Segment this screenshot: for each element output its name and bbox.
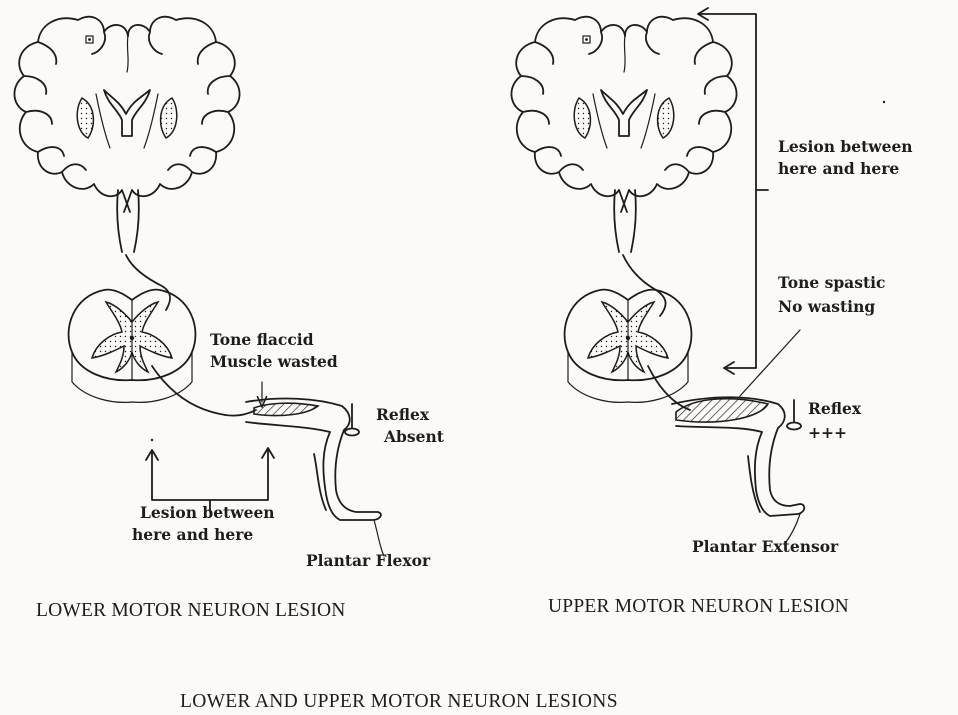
reflex-label-line2-lower: Absent (383, 427, 445, 446)
caption-upper: UPPER MOTOR NEURON LESION (548, 596, 849, 617)
caption-lower: LOWER MOTOR NEURON LESION (36, 600, 346, 621)
lower-motor-neuron-panel: Tone flaccid Muscle wasted Reflex Absent… (14, 17, 444, 621)
plantar-label-lower: Plantar Flexor (306, 551, 431, 570)
normal-muscle (676, 399, 768, 422)
peripheral-nerve-left (152, 366, 256, 416)
plantar-label-upper: Plantar Extensor (692, 537, 839, 556)
wasted-muscle (254, 403, 318, 415)
reflex-label-line1-upper: Reflex (808, 399, 862, 418)
spinal-cord-right (565, 290, 692, 403)
figure-title: LOWER AND UPPER MOTOR NEURON LESIONS (180, 691, 618, 712)
lesion-label-line1-upper: Lesion between (778, 137, 913, 156)
corticospinal-tract-left (126, 255, 170, 310)
reflex-label-line2-upper: +++ (808, 423, 847, 442)
tone-label-line2-upper: No wasting (778, 297, 875, 316)
tone-label-line1-upper: Tone spastic (778, 273, 885, 292)
brain-illustration-left (14, 17, 239, 252)
tone-label-line1-lower: Tone flaccid (210, 330, 314, 349)
leg-outline-left (246, 399, 381, 520)
lesion-label-line2-lower: here and here (132, 525, 253, 544)
tone-label-line2-lower: Muscle wasted (210, 352, 338, 371)
lesion-label-line1-lower: Lesion between (140, 503, 275, 522)
lesion-bracket-right (700, 14, 768, 368)
upper-motor-neuron-panel: Lesion between here and here Tone spasti… (511, 8, 912, 617)
spinal-cord-left (69, 290, 196, 403)
reflex-label-line1-lower: Reflex (376, 405, 430, 424)
lesion-label-line2-upper: here and here (778, 159, 899, 178)
brain-illustration-right (511, 17, 736, 252)
